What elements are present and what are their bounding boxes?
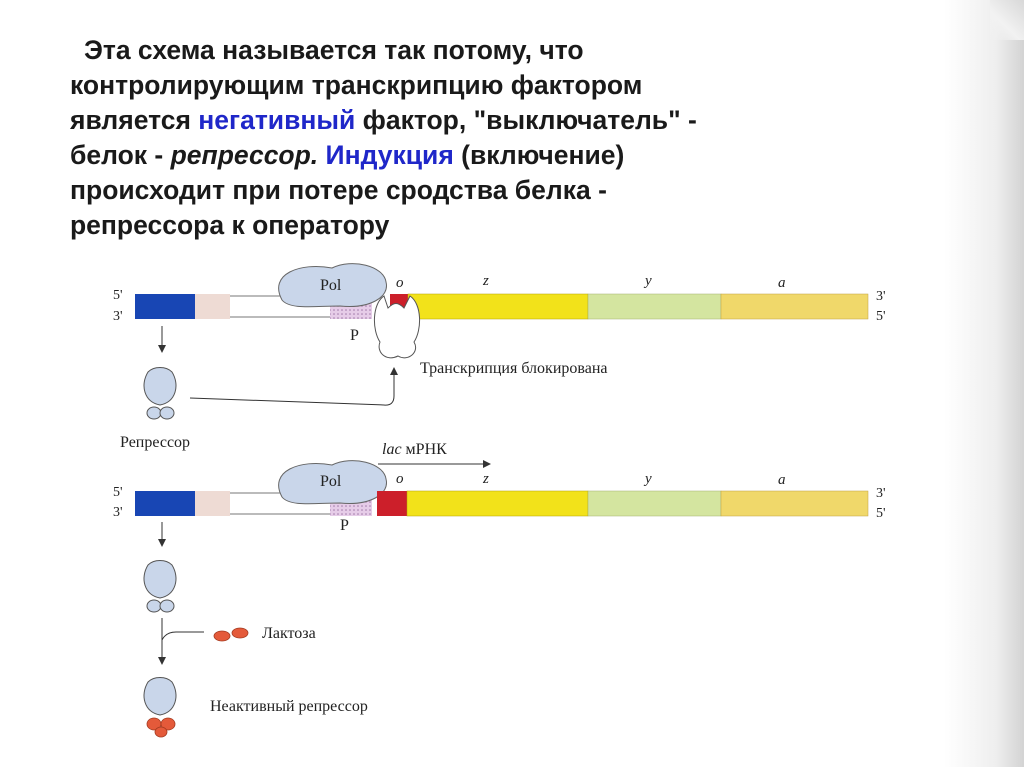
repressor-base-shape: [147, 600, 161, 612]
lactose-molecule-shape: [232, 628, 248, 638]
gene-y-label: y: [643, 273, 652, 289]
lactose-molecule-shape: [214, 631, 230, 641]
gene-y-segment: [588, 491, 721, 516]
lactose-join-line: [162, 632, 204, 640]
mrna-label: lac мРНК: [382, 441, 447, 458]
regulatory-gene-segment: [135, 294, 195, 319]
repressor-base-shape: [160, 600, 174, 612]
spacer-segment: [195, 294, 230, 319]
regulatory-gene-segment: [135, 491, 195, 516]
operator-label: o: [396, 275, 404, 291]
repressor-base-shape: [160, 407, 174, 419]
gene-z-segment: [408, 294, 588, 319]
gene-z-label: z: [482, 273, 489, 289]
mrna-lac-label: lac: [382, 441, 402, 458]
gene-y-segment: [588, 294, 721, 319]
spacer-segment: [195, 491, 230, 516]
end-3prime-label: 3': [113, 505, 123, 520]
repressor-shape: [144, 561, 176, 599]
gene-a-label: a: [778, 472, 786, 488]
promoter-label: P: [350, 327, 359, 344]
gene-z-segment: [407, 491, 588, 516]
end-3prime-label: 3': [876, 486, 886, 501]
repressor-shape: [144, 368, 176, 406]
gene-a-label: a: [778, 275, 786, 291]
repressor-label: Репрессор: [120, 434, 190, 451]
top-panel: 5' 3' 3' 5' Pol o z y a P Репрессор Тран…: [113, 264, 886, 451]
operator-segment: [377, 491, 407, 516]
bound-lactose-shape: [155, 727, 167, 737]
gene-z-label: z: [482, 471, 489, 487]
gene-a-segment: [721, 491, 868, 516]
end-5prime-label: 5': [876, 309, 886, 324]
end-5prime-label: 5': [876, 506, 886, 521]
transcription-blocked-label: Транскрипция блокирована: [420, 360, 607, 377]
gene-y-label: y: [643, 471, 652, 487]
end-3prime-label: 3': [876, 289, 886, 304]
operator-label: o: [396, 471, 404, 487]
end-3prime-label: 3': [113, 309, 123, 324]
end-5prime-label: 5': [113, 288, 123, 303]
mrna-rest-label: мРНК: [402, 441, 448, 458]
gene-a-segment: [721, 294, 868, 319]
lactose-label: Лактоза: [262, 625, 316, 642]
repressor-base-shape: [147, 407, 161, 419]
polymerase-label: Pol: [320, 473, 342, 490]
binding-arrow: [190, 368, 394, 405]
polymerase-label: Pol: [320, 277, 342, 294]
inactive-repressor-shape: [144, 678, 176, 716]
inactive-repressor-label: Неактивный репрессор: [210, 698, 368, 715]
end-5prime-label: 5': [113, 485, 123, 500]
promoter-label: P: [340, 517, 349, 534]
bound-repressor-shape: [374, 296, 419, 358]
bottom-panel: 5' 3' 3' 5' Pol o z y a P lac мРНК Лакто…: [113, 441, 886, 737]
